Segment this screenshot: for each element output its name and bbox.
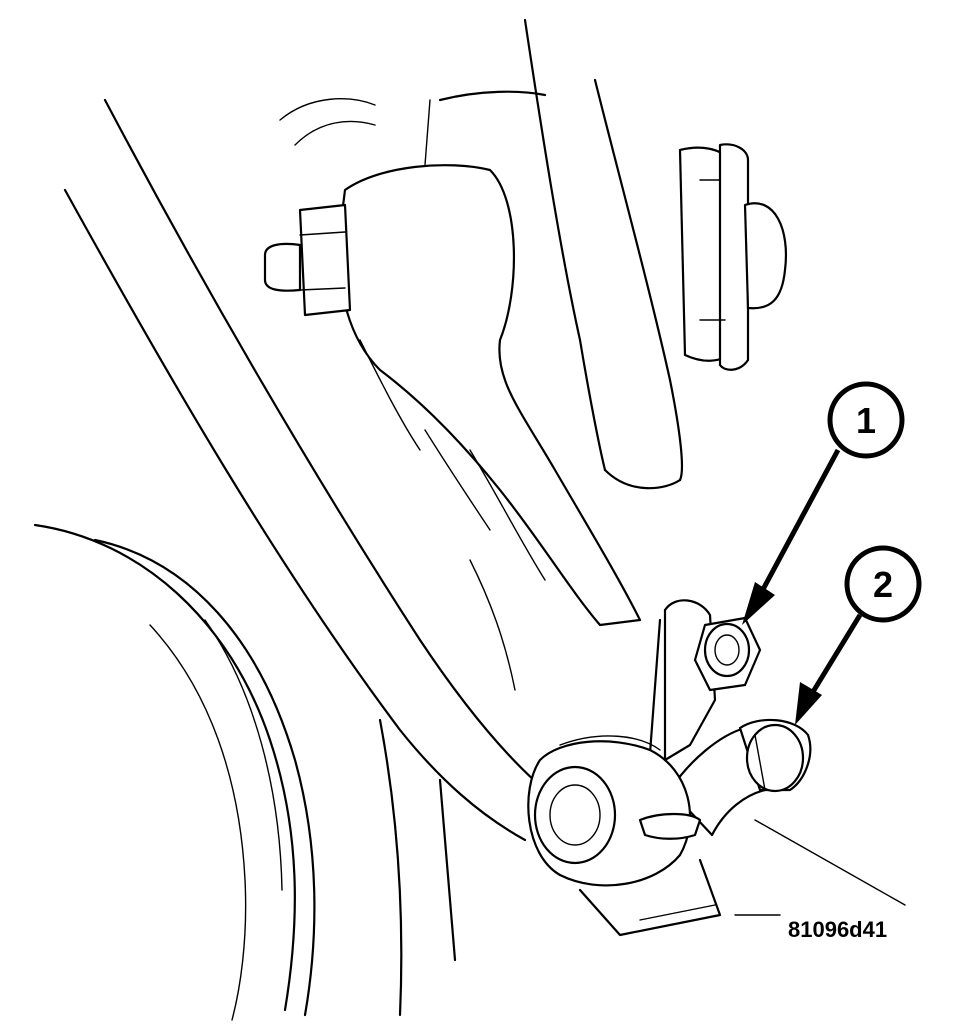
- bar-end-bushing: [527, 735, 702, 887]
- upper-bushing: [263, 98, 376, 317]
- arm-nut: [678, 143, 787, 371]
- stabilizer-bar: [63, 98, 547, 842]
- strut-body: [424, 18, 684, 490]
- callout-1-label: 1: [856, 400, 876, 441]
- control-arm: [337, 164, 642, 691]
- stabilizer-link-nut: [693, 616, 762, 692]
- callout-1: 1: [742, 381, 905, 625]
- tire: [33, 523, 403, 1021]
- code-leader-line-2: [754, 819, 906, 906]
- stabilizer-link: [668, 718, 812, 837]
- figure-code: 81096d41: [788, 917, 887, 942]
- callout-2: 2: [795, 545, 922, 725]
- callout-2-label: 2: [873, 564, 893, 605]
